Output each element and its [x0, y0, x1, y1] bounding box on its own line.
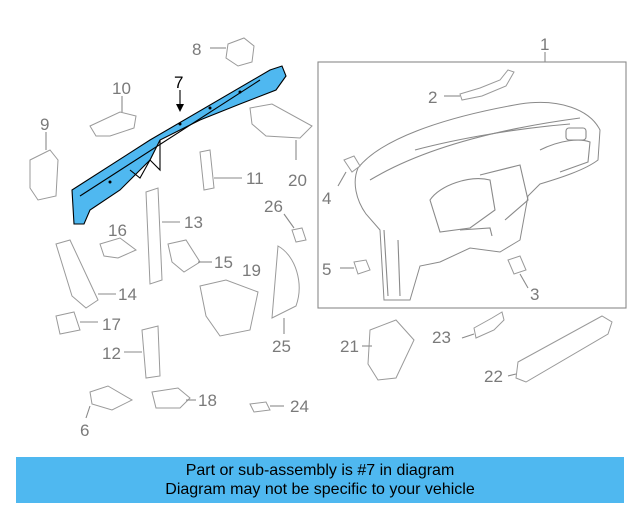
part-25-panel[interactable] — [271, 245, 300, 334]
part-14-brace[interactable] — [55, 239, 116, 309]
part-3-clip[interactable] — [507, 255, 529, 289]
instrument-panel-frame — [317, 61, 627, 309]
part-10-bracket[interactable] — [89, 96, 137, 137]
callout-23: 23 — [432, 328, 451, 347]
callout-4: 4 — [322, 189, 331, 208]
callout-24: 24 — [290, 397, 309, 416]
callout-11: 11 — [246, 169, 264, 188]
part-23-bracket[interactable] — [461, 311, 505, 339]
instrument-panel-shape — [354, 101, 601, 301]
part-5-clip[interactable] — [340, 259, 371, 275]
callout-2: 2 — [428, 88, 437, 107]
callout-3: 3 — [530, 285, 539, 304]
part-12-bracket[interactable] — [124, 325, 161, 379]
callout-18: 18 — [198, 391, 217, 410]
callout-8: 8 — [192, 40, 201, 59]
part-19-bracket[interactable] — [199, 279, 259, 337]
part-26-clip[interactable] — [283, 213, 307, 243]
callout-7: 7 — [174, 73, 183, 92]
part-21-bracket[interactable] — [362, 319, 415, 381]
callout-16: 16 — [108, 221, 127, 240]
callout-17: 17 — [102, 315, 121, 334]
callout-13: 13 — [184, 213, 203, 232]
diagram-notice-banner: Part or sub-assembly is #7 in diagram Di… — [16, 457, 624, 503]
callout-22: 22 — [484, 367, 503, 386]
callout-21: 21 — [340, 337, 359, 356]
part-2-clip[interactable] — [444, 69, 515, 101]
callout-1: 1 — [540, 35, 549, 54]
parts-diagram: 1 2 3 4 5 6 7 8 9 10 11 12 13 14 15 16 1… — [29, 35, 627, 440]
part-18-bracket[interactable] — [151, 387, 196, 409]
part-1-instrument-panel-group[interactable] — [317, 52, 627, 309]
part-24-clip[interactable] — [249, 401, 284, 413]
callout-5: 5 — [322, 260, 331, 279]
part-20-bracket[interactable] — [249, 103, 313, 160]
part-4-clip[interactable] — [337, 155, 361, 187]
callout-14: 14 — [118, 285, 137, 304]
callout-20: 20 — [288, 171, 307, 190]
callout-6: 6 — [80, 421, 89, 440]
callout-9: 9 — [40, 115, 49, 134]
part-6-bracket[interactable] — [85, 385, 134, 419]
callout-26: 26 — [264, 197, 283, 216]
part-8-bracket[interactable] — [210, 37, 255, 67]
banner-line-disclaimer: Diagram may not be specific to your vehi… — [165, 481, 475, 498]
part-7-cross-car-beam[interactable] — [71, 65, 287, 225]
part-11-bracket[interactable] — [199, 149, 242, 191]
callout-25: 25 — [272, 337, 291, 356]
part-17-bracket[interactable] — [55, 311, 98, 335]
part-9-bracket[interactable] — [29, 132, 59, 201]
callout-12: 12 — [102, 344, 121, 363]
part-22-rail[interactable] — [507, 315, 613, 383]
part-13-brace[interactable] — [145, 187, 180, 285]
callout-10: 10 — [112, 79, 131, 98]
banner-line-part-number: Part or sub-assembly is #7 in diagram — [185, 462, 455, 479]
callout-15: 15 — [214, 253, 233, 272]
part-15-bracket[interactable] — [167, 239, 212, 273]
callout-19: 19 — [242, 261, 261, 280]
part-16-bracket[interactable] — [99, 237, 137, 259]
